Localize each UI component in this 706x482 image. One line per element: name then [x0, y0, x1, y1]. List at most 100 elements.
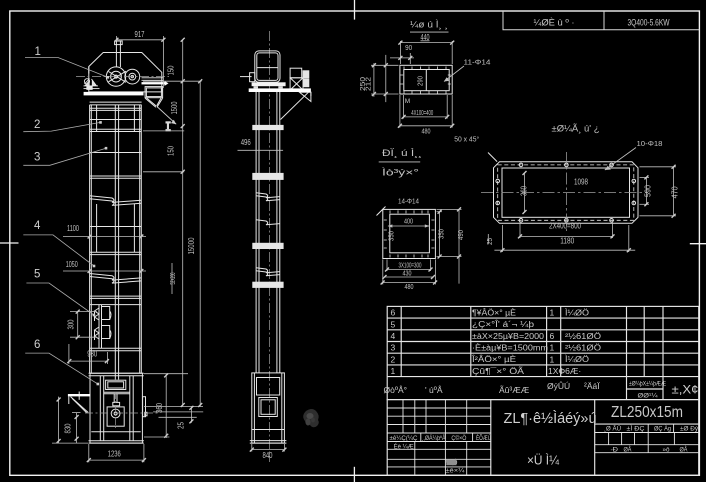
- svg-text:440: 440: [421, 33, 430, 42]
- svg-text:Ì¼ØÖ: Ì¼ØÖ: [565, 308, 589, 317]
- svg-text:3Q400-5.6KW: 3Q400-5.6KW: [628, 18, 670, 28]
- svg-text:3: 3: [391, 343, 396, 353]
- svg-text:2X400=800: 2X400=800: [549, 222, 581, 231]
- svg-text:±àX×25µ¥B=2000: ±àX×25µ¥B=2000: [472, 332, 545, 341]
- svg-text:¸,ØÄ¼þºÅ: ¸,ØÄ¼þºÅ: [422, 435, 447, 442]
- svg-text:4X100=400: 4X100=400: [411, 108, 433, 117]
- svg-text:1098: 1098: [574, 176, 588, 186]
- svg-text:1500: 1500: [169, 101, 179, 114]
- svg-text:25: 25: [487, 238, 494, 245]
- svg-text:3: 3: [34, 152, 40, 164]
- svg-text:±Ø Ðý: ±Ø Ðý: [680, 426, 699, 433]
- svg-text:50 x 45°: 50 x 45°: [454, 135, 479, 144]
- svg-text:14-Φ14: 14-Φ14: [398, 198, 419, 205]
- svg-text:1: 1: [391, 366, 396, 376]
- svg-text:1050: 1050: [66, 259, 78, 269]
- svg-text:¿Ç×°Î' á´¬ ¼þ: ¿Ç×°Î' á´¬ ¼þ: [472, 320, 535, 329]
- svg-text:496: 496: [241, 137, 251, 147]
- svg-text:Ì¼ØÖ: Ì¼ØÖ: [565, 355, 589, 364]
- svg-text:830: 830: [63, 423, 73, 433]
- svg-text:430: 430: [403, 270, 412, 277]
- svg-text:250: 250: [358, 77, 367, 91]
- svg-text:1: 1: [550, 354, 555, 364]
- svg-text:²½61ØÖ: ²½61ØÖ: [565, 332, 601, 341]
- svg-text:Ìò³ý×°: Ìò³ý×°: [382, 168, 419, 179]
- svg-text:ØòºÅ°: ØòºÅ°: [384, 385, 408, 395]
- svg-text:350: 350: [438, 229, 445, 239]
- svg-text:2: 2: [391, 354, 396, 364]
- svg-text:1XΦ6Æ·: 1XΦ6Æ·: [548, 366, 581, 376]
- svg-text:6: 6: [550, 331, 555, 341]
- svg-text:25: 25: [176, 422, 186, 429]
- svg-text:52X200: 52X200: [170, 272, 177, 284]
- svg-text:10-Φ18: 10-Φ18: [637, 139, 663, 148]
- svg-text:840: 840: [263, 450, 273, 460]
- svg-text:4: 4: [391, 331, 396, 341]
- svg-text:' úºÅ: ' úºÅ: [425, 385, 443, 395]
- svg-text:3X100=300: 3X100=300: [399, 263, 422, 270]
- svg-text:ØØ¹¼: ØØ¹¼: [638, 392, 659, 399]
- svg-text:360: 360: [154, 403, 164, 413]
- svg-text:·Ð: ·Ð: [610, 447, 618, 454]
- svg-text:1: 1: [550, 308, 555, 318]
- svg-text:11-Φ14: 11-Φ14: [464, 58, 491, 67]
- svg-text:590: 590: [642, 185, 652, 197]
- svg-text:ØÅ: ØÅ: [680, 445, 689, 454]
- svg-text:Éè ¼Æ: Éè ¼Æ: [394, 443, 414, 450]
- svg-text:ÐÏ¸ ú Ì¸¸: ÐÏ¸ ú Ì¸¸: [382, 148, 422, 159]
- svg-text:×Ü Ì¼: ×Ü Ì¼: [527, 453, 560, 468]
- svg-text:4: 4: [34, 220, 41, 232]
- svg-text:360: 360: [519, 186, 529, 196]
- svg-text:±Ì ÐÇ: ±Ì ÐÇ: [627, 424, 645, 433]
- svg-text:2: 2: [34, 119, 40, 131]
- svg-text:²ÄáÏ: ²ÄáÏ: [584, 381, 600, 391]
- svg-text:±Ø¼Ã¸ ú' ¿: ±Ø¼Ã¸ ú' ¿: [552, 123, 600, 134]
- svg-text:980: 980: [87, 349, 97, 359]
- svg-text:290: 290: [416, 76, 425, 86]
- svg-text:¼ø ú Ì¸ ¸: ¼ø ú Ì¸ ¸: [410, 20, 448, 31]
- svg-text:M: M: [405, 98, 410, 105]
- svg-text:ÈÕÆÚ: ÈÕÆÚ: [476, 435, 491, 442]
- svg-text:350: 350: [389, 231, 396, 241]
- svg-text:300: 300: [65, 319, 75, 329]
- svg-text:15000: 15000: [186, 237, 196, 254]
- svg-text:±Ø¼þX±¼þÆÆ: ±Ø¼þX±¼þÆÆ: [629, 381, 666, 388]
- svg-text:Ãû³ÆÆ: Ãû³ÆÆ: [499, 385, 530, 395]
- svg-text:Çû¶¯×° ÖÃ: Çû¶¯×° ÖÃ: [472, 367, 525, 376]
- svg-text:²½61ØÖ: ²½61ØÖ: [565, 344, 601, 353]
- svg-text:ZL¶·ê½Ìáéý»ú: ZL¶·ê½Ìáéý»ú: [504, 410, 597, 427]
- svg-text:150: 150: [166, 146, 176, 156]
- svg-text:ØÅ: ØÅ: [624, 445, 633, 454]
- svg-text:·È±àµ¥B=1500mm: ·È±àµ¥B=1500mm: [472, 344, 548, 353]
- svg-text:5: 5: [391, 319, 396, 329]
- svg-text:1: 1: [550, 343, 555, 353]
- svg-text:±ê¼Ç(¼Ç: ±ê¼Ç(¼Ç: [390, 435, 419, 442]
- svg-text:212: 212: [364, 77, 373, 91]
- svg-text:1180: 1180: [560, 235, 574, 245]
- svg-text:1: 1: [35, 46, 41, 58]
- svg-text:ØÇ Àg: ØÇ Àg: [654, 424, 671, 433]
- svg-text:Î²ÂÖ×° µÈ: Î²ÂÖ×° µÈ: [471, 355, 516, 364]
- svg-text:480: 480: [422, 127, 431, 136]
- svg-text:»ô: »ô: [663, 447, 670, 454]
- svg-text:6: 6: [34, 339, 40, 351]
- svg-text:490: 490: [458, 230, 465, 240]
- svg-text:150: 150: [166, 65, 176, 75]
- svg-text:¸Ø ÃÜ: ¸Ø ÃÜ: [604, 424, 621, 433]
- svg-text:ZL250x15m: ZL250x15m: [611, 404, 683, 421]
- svg-text:480: 480: [405, 284, 414, 291]
- svg-text:5: 5: [34, 269, 40, 281]
- svg-text:Ç©×Ö: Ç©×Ö: [451, 435, 466, 442]
- svg-text:1100: 1100: [67, 223, 79, 233]
- svg-text:90: 90: [405, 43, 412, 52]
- svg-text:±,X¢: ±,X¢: [672, 385, 699, 397]
- svg-text:¼ØÈ ù º ·: ¼ØÈ ù º ·: [534, 18, 575, 28]
- svg-text:1236: 1236: [108, 449, 121, 459]
- svg-text:917: 917: [135, 29, 145, 39]
- svg-text:6: 6: [391, 308, 396, 318]
- svg-text:¶¥ÂÖ×° µÈ: ¶¥ÂÖ×° µÈ: [472, 308, 516, 317]
- svg-text:400: 400: [404, 219, 413, 226]
- svg-text:ØýÛÚ: ØýÛÚ: [547, 381, 570, 391]
- svg-text:±ê×¼: ±ê×¼: [445, 468, 465, 475]
- svg-text:470: 470: [670, 186, 680, 198]
